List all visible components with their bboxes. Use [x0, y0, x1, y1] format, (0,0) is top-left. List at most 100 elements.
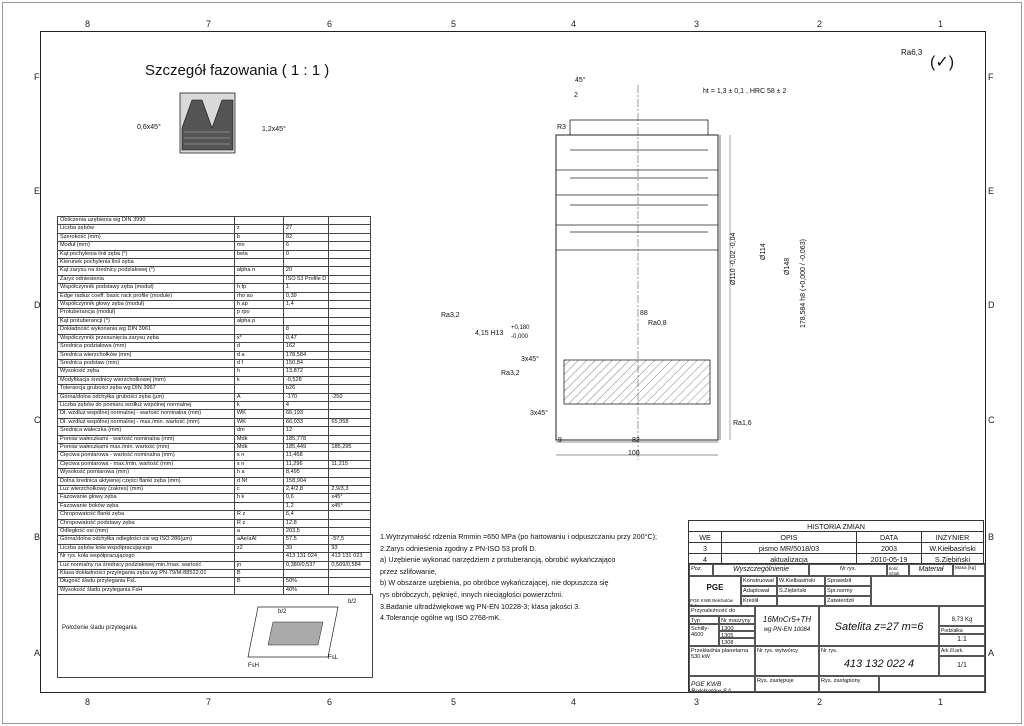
bore-dimension: 4,15 H13 — [475, 330, 504, 337]
zone-bottom: 2 — [817, 697, 823, 707]
zone-bottom: 8 — [85, 697, 91, 707]
spec-cell: Średnica wałeczka (mm) — [57, 426, 235, 436]
rev-header-data: DATA — [856, 531, 922, 543]
spec-row: Protuberancja (moduł)p rpo — [57, 308, 371, 318]
spec-cell: z — [233, 224, 284, 234]
spec-cell: h k — [233, 493, 284, 503]
tag-b2-b: b/2 — [348, 599, 357, 605]
spec-cell: d f — [233, 358, 284, 369]
spec-cell — [328, 367, 371, 377]
spec-cell: h a — [233, 468, 284, 478]
spec-cell: Cięciwa pomiarowa - wartość nominalna (m… — [57, 451, 235, 461]
spec-cell: R z — [233, 510, 284, 520]
zone-bottom: 1 — [938, 697, 944, 707]
spec-row: Liczba zębów do pomiaru wzdłuż wspólnej … — [57, 400, 371, 411]
roughness-ra08: Ra0,8 — [648, 320, 667, 327]
spec-cell — [328, 316, 371, 327]
spec-cell: Modyfikacja średnicy wierzchołkowej (mm) — [57, 375, 235, 386]
spec-cell: 4 — [282, 400, 330, 411]
spec-cell — [282, 308, 330, 318]
radius-r3: R3 — [557, 124, 566, 131]
spec-cell: h fp — [233, 283, 284, 293]
spec-cell: d — [233, 342, 284, 352]
spec-cell: 413 131 024 — [282, 552, 330, 562]
spec-cell: Edge radius coeff. basic rack profile (m… — [57, 291, 235, 302]
tb-spr-normy: Spr.normy — [825, 586, 871, 596]
gear-section-drawing — [555, 85, 731, 460]
zone-left: C — [34, 415, 41, 425]
tb-ark: Ark./Il.ark. — [939, 646, 985, 656]
spec-cell — [233, 274, 284, 285]
tb-sprawdzil: Sprawdził — [825, 576, 871, 586]
tb-nr-rys-wytworcy: Nr rys. wytwórcy — [755, 646, 819, 676]
rev-cell: 3 — [688, 542, 722, 554]
tb-drawing-number-box: Nr rys. 413 132 022 4 — [819, 646, 939, 676]
spec-cell: 20 — [282, 266, 330, 276]
spec-cell: 11,468 — [282, 451, 330, 461]
spec-row: Kąt zarysu na średnicy podziałowej (°)al… — [57, 266, 371, 276]
spec-cell: Luz wierzchołkowy (zakres) (mm) — [57, 484, 235, 495]
tb-footer-blank — [879, 676, 985, 692]
tb-rys-zastepuje: Rys. zastępuje — [755, 676, 819, 692]
spec-cell — [328, 232, 371, 243]
tb-machine-num: 1308 — [719, 638, 755, 646]
spec-cell: 0,380/0,537 — [282, 560, 330, 571]
bore-tol-lower: -0,000 — [511, 334, 529, 340]
zone-bottom: 3 — [694, 697, 700, 707]
spec-cell: A — [233, 392, 284, 402]
spec-cell: 50% — [282, 577, 330, 587]
spec-cell: dm — [233, 426, 284, 436]
chamfer-3x45-a: 3x45° — [521, 356, 539, 363]
tb-szt: Ilość sztuk — [887, 564, 909, 576]
spec-cell: beta — [233, 249, 284, 260]
spec-cell: c — [233, 484, 284, 495]
spec-cell: Fazowanie boków zęba — [57, 501, 235, 512]
spec-cell: h — [233, 367, 284, 377]
tag-fsl: FsL — [328, 655, 339, 661]
spec-cell: Moduł (mm) — [57, 241, 235, 251]
spec-cell: 8 — [282, 325, 330, 335]
spec-cell: 0,509/0,584 — [328, 560, 371, 571]
spec-cell — [328, 400, 371, 411]
spec-cell — [233, 552, 284, 562]
spec-cell: x* — [233, 333, 284, 344]
roughness-ra32-a: Ra3,2 — [441, 312, 460, 319]
tb-adaptowal-name: S.Ziębiński — [777, 586, 825, 596]
tb-przynaleznosc: Przynależność do maszyn — [689, 606, 755, 616]
spec-cell: Mdk — [233, 434, 284, 444]
spec-cell: 6 — [282, 241, 330, 251]
rev-header-opis: OPIS — [721, 531, 857, 543]
spec-cell — [328, 308, 371, 318]
spec-cell: x45° — [328, 501, 371, 512]
spec-cell: 150,84 — [282, 358, 330, 369]
rev-cell: pismo MR/5018/03 — [721, 542, 857, 554]
spec-cell: s n — [233, 459, 284, 470]
note-line: 4.Tolerancje ogólne wg ISO 2768-mK. — [380, 613, 502, 623]
bore-tol-upper: +0,180 — [511, 325, 530, 331]
spec-cell: p rpo — [233, 308, 284, 318]
spec-cell: 1 — [282, 283, 330, 293]
spec-cell: 185,778 — [282, 434, 330, 444]
spec-row: Kierunek pochylenia linii zęba — [57, 258, 371, 268]
spec-cell — [328, 342, 371, 352]
spec-cell: h ap — [233, 300, 284, 310]
spec-cell: 185,449 — [282, 442, 330, 453]
spec-cell: 13,872 — [282, 367, 330, 377]
spec-cell: Luz normalny na średnicy podziałowej min… — [57, 560, 235, 571]
spec-cell — [328, 476, 371, 487]
dim-d148: Ø148 — [784, 257, 791, 275]
tb-signatures — [871, 576, 985, 606]
zone-left: F — [34, 72, 40, 82]
spec-cell — [328, 510, 371, 520]
spec-cell: -170 — [282, 392, 330, 402]
tb-poz: Poz. — [689, 564, 713, 576]
spec-cell: Kąt protuberancji (°) — [57, 316, 235, 327]
tb-material-std: wg PN-EN 10084 — [763, 627, 811, 633]
